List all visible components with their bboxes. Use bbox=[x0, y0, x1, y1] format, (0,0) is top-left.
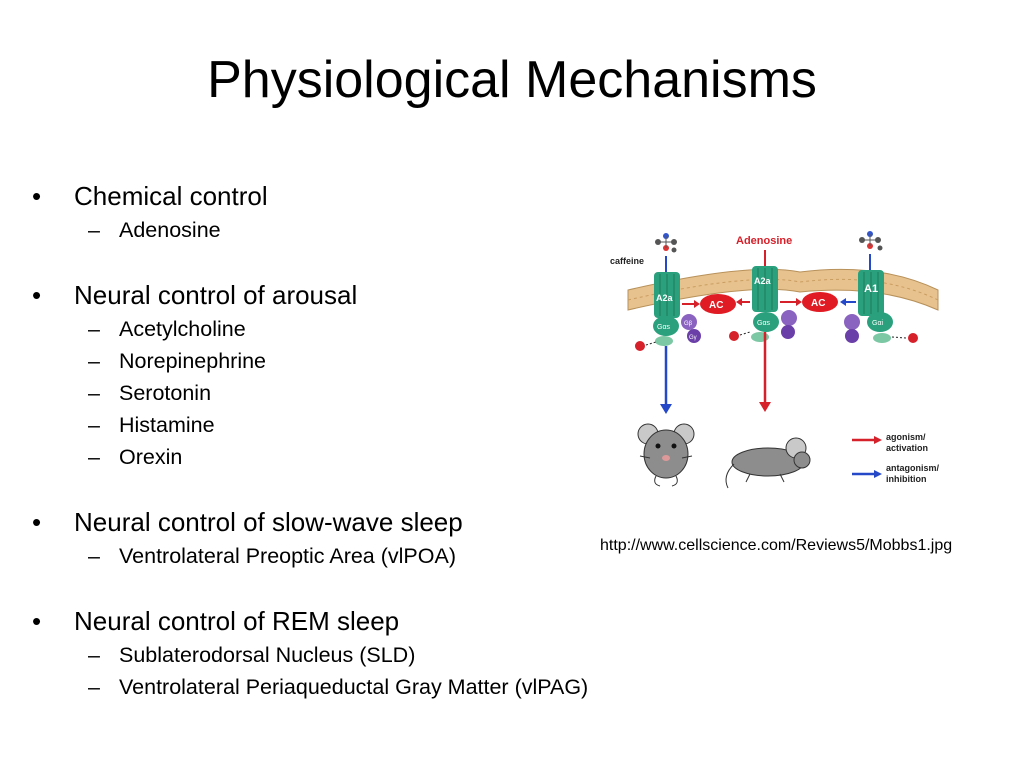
dash-icon: – bbox=[88, 675, 100, 699]
adenylyl-cyclase-left bbox=[700, 294, 736, 314]
sub-bullet-item: –Histamine bbox=[30, 409, 630, 441]
ac-label: AC bbox=[811, 298, 825, 309]
dash-icon: – bbox=[88, 544, 100, 568]
legend-activation-label: activation bbox=[886, 443, 928, 453]
adenosine-pathway-diagram: caffeine Adenosine A2a A2a A1 AC AC Gαs … bbox=[610, 231, 940, 489]
a2a-receptor-middle: A2a bbox=[752, 266, 778, 312]
section-rem-sleep: • Neural control of REM sleep –Sublaterod… bbox=[30, 603, 630, 703]
a1-receptor: A1 bbox=[858, 270, 884, 316]
bullet-dot-icon: • bbox=[32, 606, 42, 636]
bullet-item: • Neural control of REM sleep bbox=[30, 603, 630, 639]
adenosine-label: Adenosine bbox=[736, 235, 792, 247]
bullet-dot-icon: • bbox=[32, 181, 42, 211]
bullet-item: • Chemical control bbox=[30, 178, 630, 214]
sleeping-mouse-icon bbox=[725, 437, 811, 489]
sub-bullet-label: Ventrolateral Periaqueductal Gray Matter… bbox=[119, 675, 589, 699]
sub-bullet-label: Orexin bbox=[119, 445, 183, 469]
sub-bullet-item: –Acetylcholine bbox=[30, 313, 630, 345]
section-chemical-control: • Chemical control –Adenosine bbox=[30, 178, 630, 246]
sub-bullet-item: –Ventrolateral Preoptic Area (vlPOA) bbox=[30, 540, 630, 572]
a2a-receptor-left: A2a bbox=[654, 272, 680, 318]
bullet-label: Neural control of arousal bbox=[74, 280, 358, 310]
bullet-label: Chemical control bbox=[74, 181, 268, 211]
sub-bullet-label: Serotonin bbox=[119, 381, 212, 405]
g-alpha-label: Gαs bbox=[657, 324, 670, 331]
awake-mouse-icon bbox=[637, 423, 695, 487]
sub-bullet-item: –Norepinephrine bbox=[30, 345, 630, 377]
bullet-item: • Neural control of arousal bbox=[30, 277, 630, 313]
bullet-dot-icon: • bbox=[32, 280, 42, 310]
antagonist-molecule-icon bbox=[859, 231, 883, 251]
bullet-dot-icon: • bbox=[32, 507, 42, 537]
g-alpha-label: Gαs bbox=[757, 320, 770, 327]
sub-bullet-item: –Ventrolateral Periaqueductal Gray Matte… bbox=[30, 671, 630, 703]
sub-bullet-label: Ventrolateral Preoptic Area (vlPOA) bbox=[119, 544, 456, 568]
g-beta-label: Gβ bbox=[684, 321, 693, 327]
receptor-label: A2a bbox=[754, 276, 772, 286]
g-alpha-label: Gαi bbox=[872, 320, 883, 327]
dash-icon: – bbox=[88, 218, 100, 242]
dash-icon: – bbox=[88, 381, 100, 405]
sub-bullet-label: Acetylcholine bbox=[119, 317, 246, 341]
sub-bullet-label: Histamine bbox=[119, 413, 215, 437]
dash-icon: – bbox=[88, 317, 100, 341]
g-gamma-label: Gγ bbox=[689, 335, 697, 341]
receptor-label: A1 bbox=[864, 283, 878, 295]
dash-icon: – bbox=[88, 643, 100, 667]
sub-bullet-item: –Sublaterodorsal Nucleus (SLD) bbox=[30, 639, 630, 671]
bullet-label: Neural control of REM sleep bbox=[74, 606, 400, 636]
legend-inhibition-label: inhibition bbox=[886, 474, 927, 484]
dash-icon: – bbox=[88, 413, 100, 437]
sub-bullet-label: Adenosine bbox=[119, 218, 221, 242]
legend-antagonism-label: antagonism/ bbox=[886, 463, 940, 473]
section-slow-wave: • Neural control of slow-wave sleep –Vent… bbox=[30, 504, 630, 572]
adenylyl-cyclase-right bbox=[802, 292, 838, 312]
image-source-caption: http://www.cellscience.com/Reviews5/Mobb… bbox=[600, 537, 953, 554]
sub-bullet-label: Sublaterodorsal Nucleus (SLD) bbox=[119, 643, 416, 667]
caffeine-molecule-icon bbox=[655, 233, 677, 253]
legend-agonism-label: agonism/ bbox=[886, 432, 926, 442]
g-protein-middle: Gαs bbox=[751, 310, 797, 342]
sub-bullet-item: –Orexin bbox=[30, 441, 630, 473]
dash-icon: – bbox=[88, 349, 100, 373]
legend: agonism/ activation antagonism/ inhibiti… bbox=[852, 432, 940, 484]
receptor-label: A2a bbox=[656, 293, 674, 303]
bullet-label: Neural control of slow-wave sleep bbox=[74, 507, 463, 537]
bullet-item: • Neural control of slow-wave sleep bbox=[30, 504, 630, 540]
g-protein-right: Gαi bbox=[844, 312, 893, 343]
cell-membrane-texture bbox=[627, 278, 939, 301]
bullet-list: •Chemical control –Adenosine •Neural con… bbox=[30, 178, 630, 703]
sub-bullet-item: –Adenosine bbox=[30, 214, 630, 246]
dash-icon: – bbox=[88, 445, 100, 469]
ac-label: AC bbox=[709, 300, 723, 311]
slide-title: Physiological Mechanisms bbox=[207, 51, 817, 109]
sub-bullet-label: Norepinephrine bbox=[119, 349, 267, 373]
caffeine-label: caffeine bbox=[610, 256, 644, 266]
section-neural-arousal: •Neural control of arousal –Acetylcholin… bbox=[30, 277, 630, 473]
g-protein-left: Gαs Gβ Gγ bbox=[653, 314, 701, 346]
sub-bullet-item: –Serotonin bbox=[30, 377, 630, 409]
